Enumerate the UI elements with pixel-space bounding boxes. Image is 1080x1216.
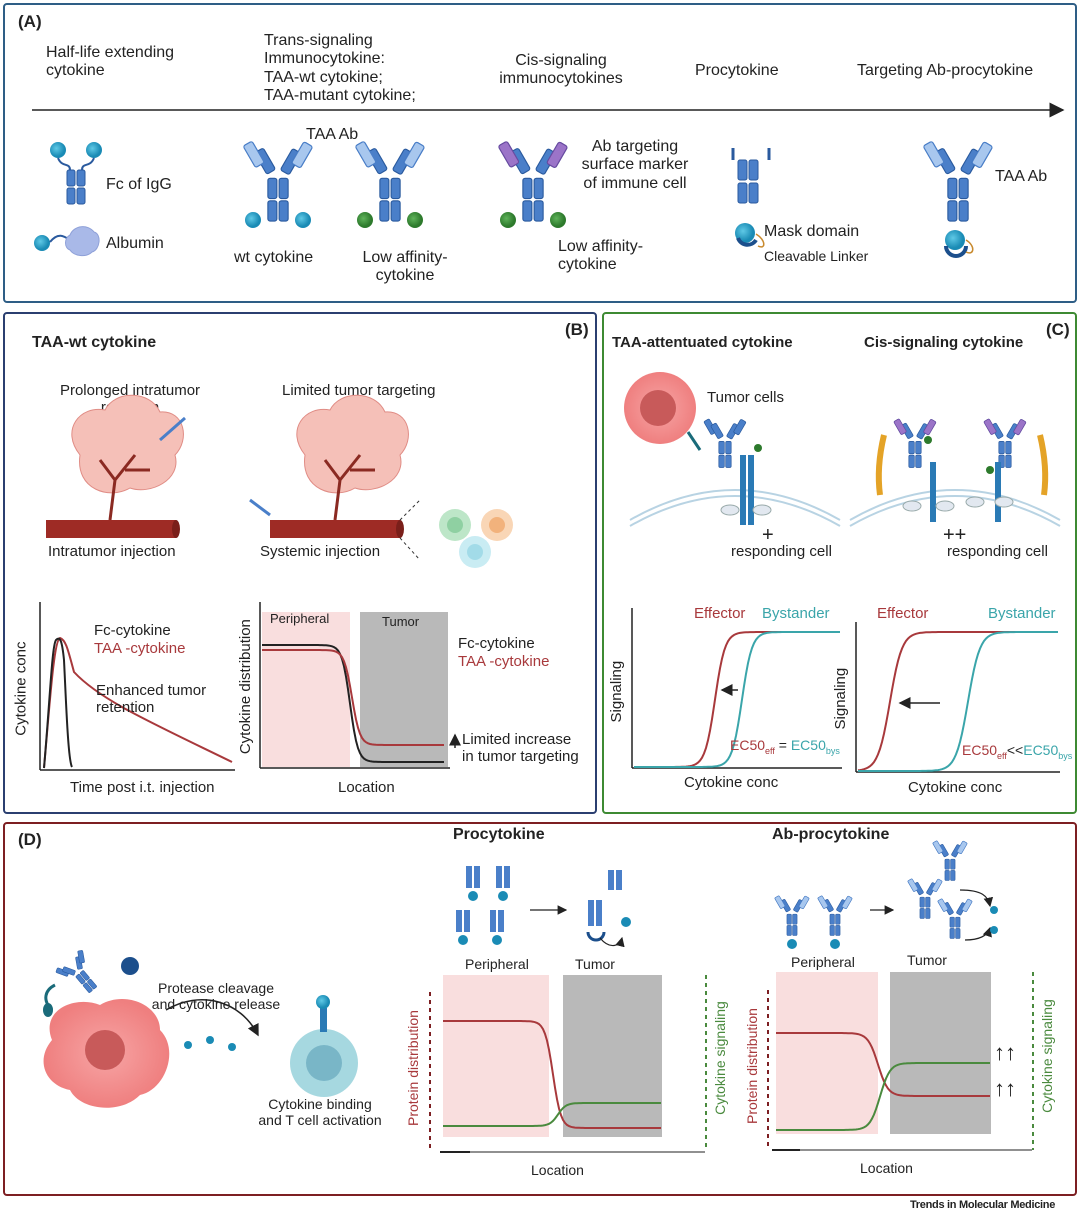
b2-xlabel: Location xyxy=(338,779,395,796)
d1-tumor: Tumor xyxy=(575,956,615,972)
c2-ec50-eff: EC50eff xyxy=(962,742,1007,761)
panel-c xyxy=(602,312,1077,814)
c1-ec50: EC50eff = EC50bys xyxy=(730,737,840,756)
protein-distribution-curve-1 xyxy=(443,1020,661,1129)
panel-b-label: (B) xyxy=(565,320,589,339)
c1-ec50-eff: EC50eff xyxy=(730,737,775,756)
plus-label: + xyxy=(762,524,774,546)
b2-taa-label: TAA -cytokine xyxy=(458,653,550,670)
c2-ll: << xyxy=(1006,742,1024,758)
albumin-icon xyxy=(34,226,100,257)
cleavable-linker-label: Cleavable Linker xyxy=(764,248,869,264)
taa-ab-label: TAA Ab xyxy=(306,126,359,143)
b2-fc-label: Fc-cytokine xyxy=(458,635,535,652)
timeline-5: Targeting Ab-procytokine xyxy=(857,62,1034,79)
procytokine-icon xyxy=(731,148,771,248)
c1-bystander-label: Bystander xyxy=(762,605,830,622)
panel-c-title-2: Cis-signaling cytokine xyxy=(864,334,1024,351)
c2-ec50-bys: EC50bys xyxy=(1023,742,1073,761)
timeline-1: Half-life extending cytokine xyxy=(46,44,175,80)
b2-tumor-label: Tumor xyxy=(382,614,420,629)
b1-enhanced-label: Enhanced tumor retention xyxy=(96,682,207,717)
bystander-curve-2 xyxy=(858,631,1058,772)
c2-ylabel-text: Signaling xyxy=(832,667,850,730)
responding-label-1: responding cell xyxy=(731,543,832,560)
protein-distribution-curve-2 xyxy=(776,1032,990,1097)
fc-igg-icon xyxy=(50,142,102,205)
c2-xlabel: Cytokine conc xyxy=(908,779,1003,796)
c2-effector-label: Effector xyxy=(877,605,929,622)
up-arrows-2: ↑↑ xyxy=(994,1076,1016,1101)
b2-peripheral-label: Peripheral xyxy=(270,611,330,626)
c2-ec50: EC50eff<<EC50bys xyxy=(962,742,1072,761)
b1-fc-label: Fc-cytokine xyxy=(94,622,171,639)
panel-c-label: (C) xyxy=(1046,320,1070,339)
footer-credit: Trends in Molecular Medicine xyxy=(910,1199,1056,1211)
c1-xlabel: Cytokine conc xyxy=(684,774,779,791)
panel-d-label: (D) xyxy=(18,830,42,849)
d2-tumor: Tumor xyxy=(907,952,947,968)
panel-a xyxy=(3,3,1077,303)
limited-targeting-label: Limited tumor targeting xyxy=(282,382,436,399)
responding-label-2: responding cell xyxy=(947,543,1048,560)
b1-taa-label: TAA -cytokine xyxy=(94,640,186,657)
wt-cytokine-label: wt cytokine xyxy=(234,249,314,266)
taa-distribution-curve xyxy=(262,649,444,746)
mask-domain-label: Mask domain xyxy=(764,223,860,240)
panel-c-title-1: TAA-attentuated cytokine xyxy=(612,334,793,351)
cytokine-signaling-curve-2 xyxy=(776,1062,990,1131)
panel-d xyxy=(3,822,1077,1196)
procytokine-title: Procytokine xyxy=(453,826,545,843)
d1-peripheral: Peripheral xyxy=(465,956,529,972)
timeline-2: Trans-signaling Immunocytokine: TAA-wt c… xyxy=(264,32,416,105)
timeline-3: Cis-signaling immunocytokines xyxy=(499,52,623,88)
d2-protein-dist-label: Protein distribution xyxy=(743,1008,760,1125)
c1-effector-label: Effector xyxy=(694,605,746,622)
bystander-curve-1 xyxy=(634,631,840,768)
binding-label: Cytokine binding and T cell activation xyxy=(258,1096,382,1129)
cytokine-signaling-curve-1 xyxy=(443,1102,661,1127)
systemic-label: Systemic injection xyxy=(260,543,381,560)
c1-eq: = xyxy=(774,737,791,753)
d2-peripheral: Peripheral xyxy=(791,954,855,970)
d1-protein-dist-label: Protein distribution xyxy=(404,1010,421,1127)
taa-ab-label-2: TAA Ab xyxy=(995,168,1048,185)
low-affinity-label-1: Low affinity- cytokine xyxy=(362,249,448,285)
d1-xlabel: Location xyxy=(531,1162,584,1178)
fc-igg-label: Fc of IgG xyxy=(106,176,172,193)
ab-targeting-label: Ab targeting surface marker of immune ce… xyxy=(581,138,689,192)
c1-ylabel-text: Signaling xyxy=(608,660,626,723)
d2-xlabel: Location xyxy=(860,1160,913,1176)
c1-ec50-bys: EC50bys xyxy=(790,737,840,756)
timeline-4: Procytokine xyxy=(695,62,779,79)
b2-limited-label: Limited increase in tumor targeting xyxy=(462,731,579,766)
fc-distribution-curve xyxy=(262,644,444,763)
intratumor-label: Intratumor injection xyxy=(48,543,176,560)
plusplus-label: ++ xyxy=(943,524,967,546)
albumin-label: Albumin xyxy=(106,235,164,252)
b2-ylabel-text: Cytokine distribution xyxy=(236,619,254,755)
b1-xlabel: Time post i.t. injection xyxy=(70,779,215,796)
low-affinity-label-2: Low affinity- cytokine xyxy=(558,238,644,274)
d1-cyt-signal-label: Cytokine signaling xyxy=(711,1001,728,1115)
b1-ylabel-text: Cytokine conc xyxy=(12,641,30,736)
tumor-cells-label: Tumor cells xyxy=(707,389,784,406)
fc-cytokine-curve xyxy=(43,637,73,769)
d2-cyt-signal-label: Cytokine signaling xyxy=(1038,999,1055,1113)
panel-b xyxy=(3,312,597,814)
panel-a-label: (A) xyxy=(18,12,42,31)
c2-bystander-label: Bystander xyxy=(988,605,1056,622)
up-arrows-1: ↑↑ xyxy=(994,1040,1016,1065)
ab-procytokine-title: Ab-procytokine xyxy=(772,826,890,843)
panel-b-title: TAA-wt cytokine xyxy=(32,334,157,351)
